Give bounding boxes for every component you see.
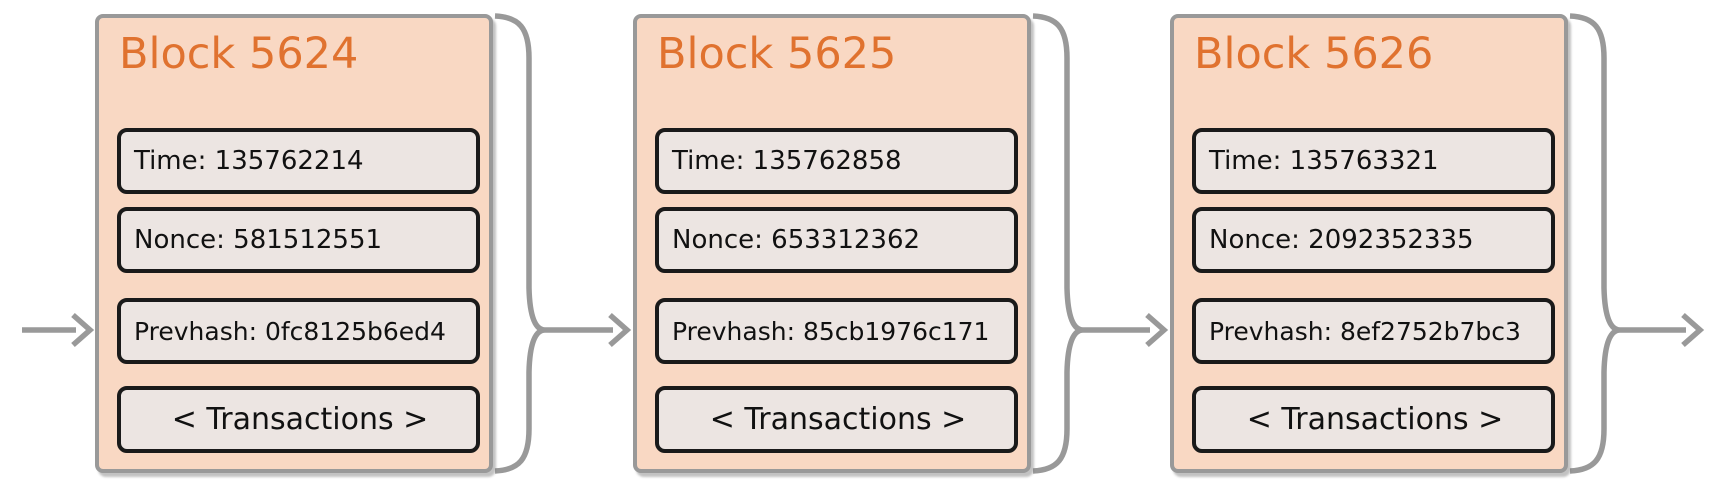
hash-arrow-head-icon-5625-5626 [1145, 312, 1169, 348]
block-card-5624: Block 5624 Time: 135762214 Nonce: 581512… [95, 14, 493, 473]
time-field: Time: 135762214 [117, 128, 480, 194]
block-title: Block 5626 [1194, 29, 1434, 79]
time-field: Time: 135763321 [1192, 128, 1555, 194]
prevhash-field: Prevhash: 8ef2752b7bc3 [1192, 298, 1555, 364]
hash-brace-block-5625 [1032, 13, 1084, 474]
transactions-field: < Transactions > [1192, 386, 1555, 453]
prevhash-field: Prevhash: 0fc8125b6ed4 [117, 298, 480, 364]
nonce-field: Nonce: 2092352335 [1192, 207, 1555, 273]
transactions-field: < Transactions > [655, 386, 1018, 453]
block-card-5626: Block 5626 Time: 135763321 Nonce: 209235… [1170, 14, 1568, 473]
prevhash-field: Prevhash: 85cb1976c171 [655, 298, 1018, 364]
hash-brace-block-5626 [1569, 13, 1621, 474]
block-title: Block 5624 [119, 29, 359, 79]
hash-arrow-head-icon-5624-5625 [608, 312, 632, 348]
time-field: Time: 135762858 [655, 128, 1018, 194]
incoming-arrow-head-icon [71, 312, 95, 348]
outgoing-arrow-head-icon [1681, 312, 1705, 348]
block-title: Block 5625 [657, 29, 897, 79]
nonce-field: Nonce: 581512551 [117, 207, 480, 273]
hash-brace-block-5624 [494, 13, 546, 474]
nonce-field: Nonce: 653312362 [655, 207, 1018, 273]
transactions-field: < Transactions > [117, 386, 480, 453]
block-card-5625: Block 5625 Time: 135762858 Nonce: 653312… [633, 14, 1031, 473]
